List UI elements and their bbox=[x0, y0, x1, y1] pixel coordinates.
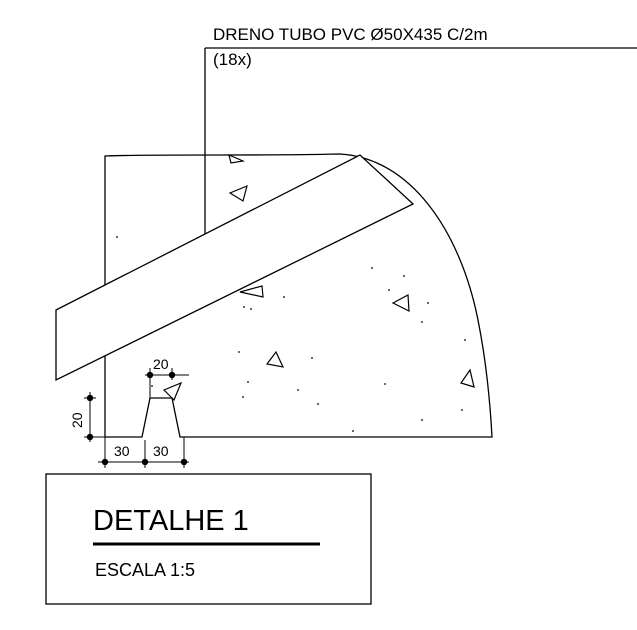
wall-section-outline bbox=[104, 153, 493, 438]
dimension-top-width bbox=[145, 368, 189, 398]
title-block bbox=[45, 473, 372, 605]
dimension-top-width-label: 20 bbox=[153, 356, 169, 372]
dimension-bottom bbox=[98, 437, 189, 468]
callout-text-line2: (18x) bbox=[213, 50, 252, 69]
dimension-left-height bbox=[84, 392, 105, 442]
callout-text-line1: DRENO TUBO PVC Ø50X435 C/2m bbox=[213, 25, 488, 44]
detail-scale: ESCALA 1:5 bbox=[95, 560, 195, 580]
dimension-bottom-left-label: 30 bbox=[114, 443, 130, 459]
dimension-bottom-right-label: 30 bbox=[153, 443, 169, 459]
drain-pipe bbox=[55, 154, 415, 382]
dimension-left-height-label: 20 bbox=[69, 412, 85, 428]
detail-title: DETALHE 1 bbox=[93, 505, 249, 537]
concrete-hatch bbox=[116, 153, 475, 432]
